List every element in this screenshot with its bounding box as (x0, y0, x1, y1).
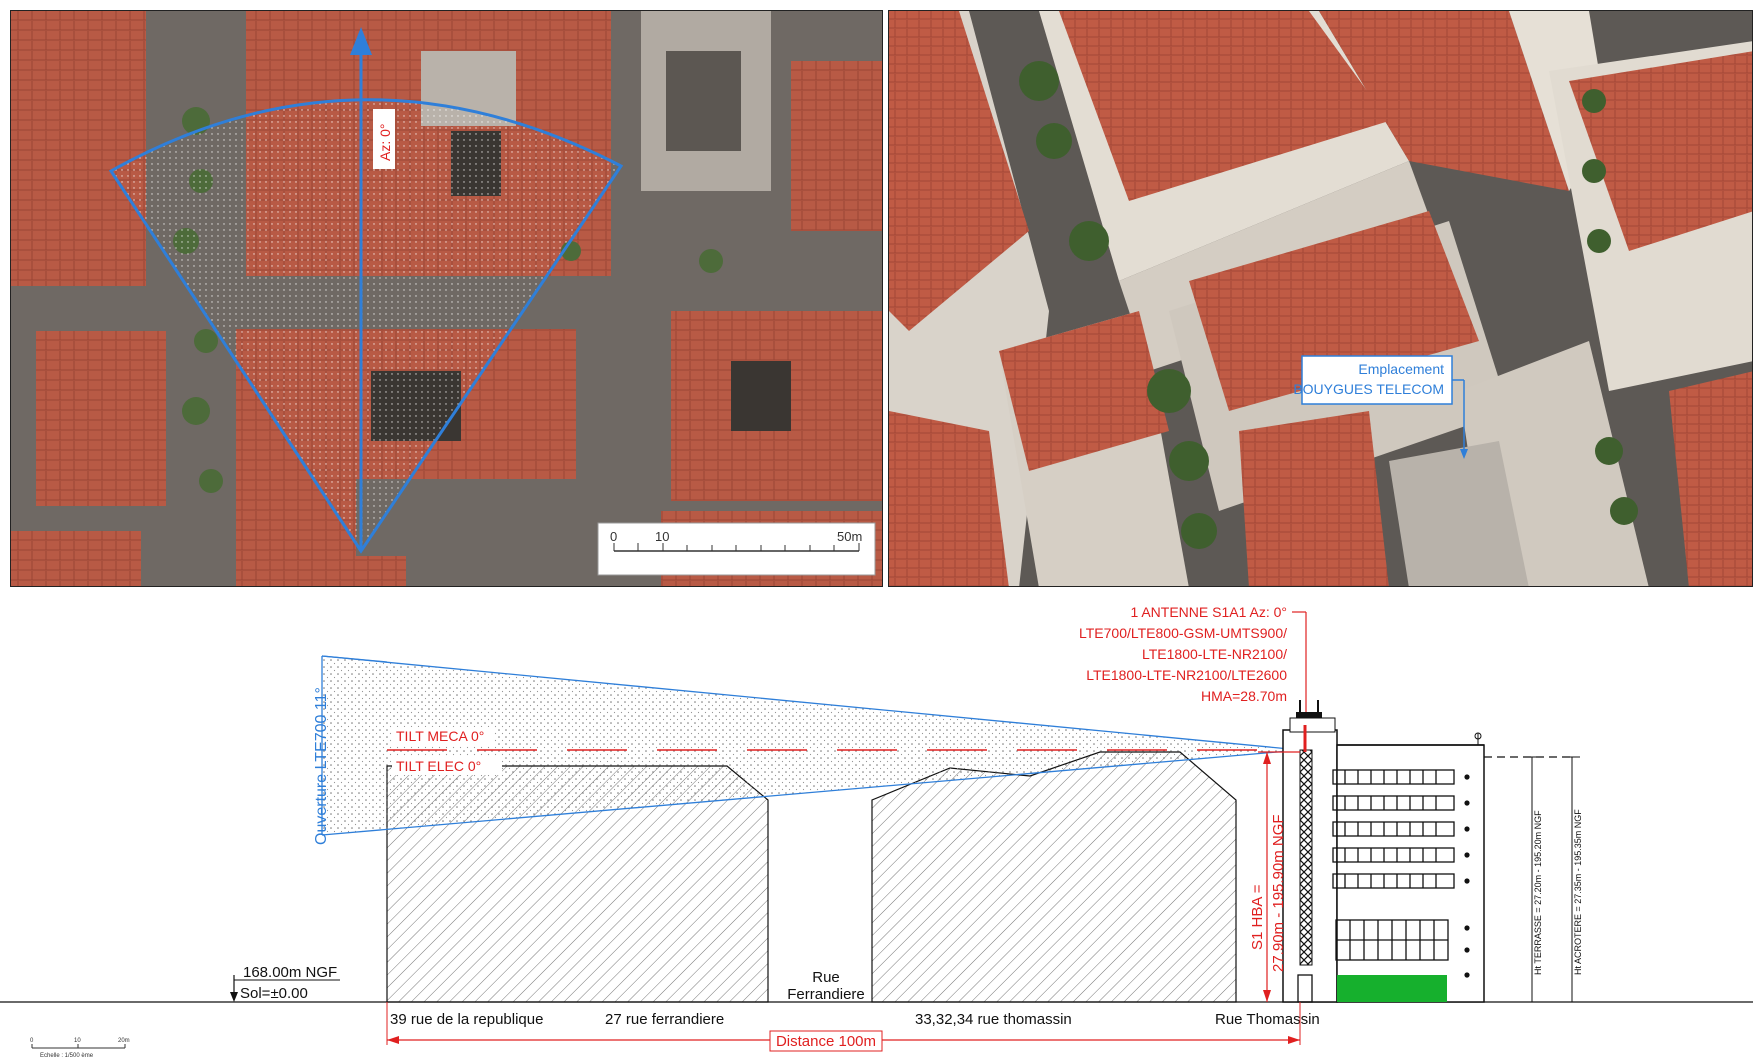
sol-reference: Sol=±0.00 (240, 985, 308, 1002)
small-scale-10: 10 (74, 1038, 81, 1044)
tilt-meca-label: TILT MECA 0° (396, 728, 484, 744)
antenna-building (1282, 700, 1575, 1003)
hba-line2: 27.90m - 195.90m NGF (1270, 814, 1287, 972)
small-scale-bar: 0 10 20m Echelle : 1/500 ème (30, 1038, 130, 1059)
level-reference: 168.00m NGF Sol=±0.00 (230, 964, 340, 1002)
azimuth-sector (108, 27, 624, 554)
scale-tick-10: 10 (655, 529, 669, 544)
coverage-beam (321, 655, 1301, 836)
acrotere-dimension: Ht ACROTERE = 27.35m - 195.35m NGF (1573, 809, 1583, 975)
scale-tick-50m: 50m (837, 529, 862, 544)
scale-bar: 0 10 50m (597, 522, 876, 576)
ground-label-4: Rue Thomassin (1215, 1011, 1320, 1028)
street-label-line2: Ferrandiere (787, 986, 865, 1003)
antenna-line-4: LTE1800-LTE-NR2100/LTE2600 (1086, 667, 1287, 683)
small-scale-caption: Echelle : 1/500 ème (40, 1053, 94, 1059)
ngf-reference: 168.00m NGF (243, 964, 337, 981)
scale-tick-0: 0 (610, 529, 617, 544)
height-dimensions: Ht TERRASSE = 27.20m - 195.20m NGF Ht AC… (1524, 756, 1583, 1003)
small-scale-0: 0 (30, 1038, 34, 1044)
top-view-map: Az: 0° 0 10 50m (10, 10, 883, 587)
distance-label: Distance 100m (776, 1033, 876, 1050)
ground-label-1: 39 rue de la republique (390, 1011, 543, 1028)
terrasse-dimension: Ht TERRASSE = 27.20m - 195.20m NGF (1533, 810, 1543, 975)
cross-section-drawing: Ouverture LTE700 11° TILT MECA 0° TILT E… (0, 604, 1753, 1059)
green-shopfront (1337, 975, 1447, 1002)
location-label-line2: BOUYGUES TELECOM (1293, 381, 1444, 397)
hba-dimension: S1 HBA = 27.90m - 195.90m NGF (1249, 751, 1300, 1002)
trees (173, 107, 723, 493)
tilt-elec-label: TILT ELEC 0° (396, 758, 481, 774)
azimuth-label: Az: 0° (377, 123, 393, 161)
antenna-annotation: 1 ANTENNE S1A1 Az: 0° LTE700/LTE800-GSM-… (1079, 604, 1307, 740)
hba-line1: S1 HBA = (1249, 884, 1266, 950)
section-building-2 (871, 751, 1237, 1003)
aerial-trees (1019, 61, 1638, 549)
opening-label: Ouverture LTE700 11° (313, 687, 330, 845)
ground-label-2: 27 rue ferrandiere (605, 1011, 724, 1028)
street-label-line1: Rue (812, 969, 840, 986)
location-label: Emplacement BOUYGUES TELECOM (1293, 355, 1468, 459)
aerial-view-svg: Emplacement BOUYGUES TELECOM (889, 11, 1752, 586)
location-label-line1: Emplacement (1358, 361, 1444, 377)
aerial-buildings (889, 11, 1752, 586)
azimuth-label-box: Az: 0° (373, 109, 395, 169)
antenna-line-5: HMA=28.70m (1201, 688, 1287, 704)
antenna-line-3: LTE1800-LTE-NR2100/ (1142, 646, 1287, 662)
ground-label-3: 33,32,34 rue thomassin (915, 1011, 1072, 1028)
facade-windows (1297, 769, 1455, 1003)
top-view-svg: Az: 0° 0 10 50m (11, 11, 882, 586)
aerial-view-map: Emplacement BOUYGUES TELECOM (888, 10, 1753, 587)
distance-dimension: Distance 100m (386, 1002, 1301, 1052)
antenna-line-2: LTE700/LTE800-GSM-UMTS900/ (1079, 625, 1287, 641)
small-scale-20m: 20m (118, 1038, 130, 1044)
antenna-line-1: 1 ANTENNE S1A1 Az: 0° (1130, 604, 1287, 620)
